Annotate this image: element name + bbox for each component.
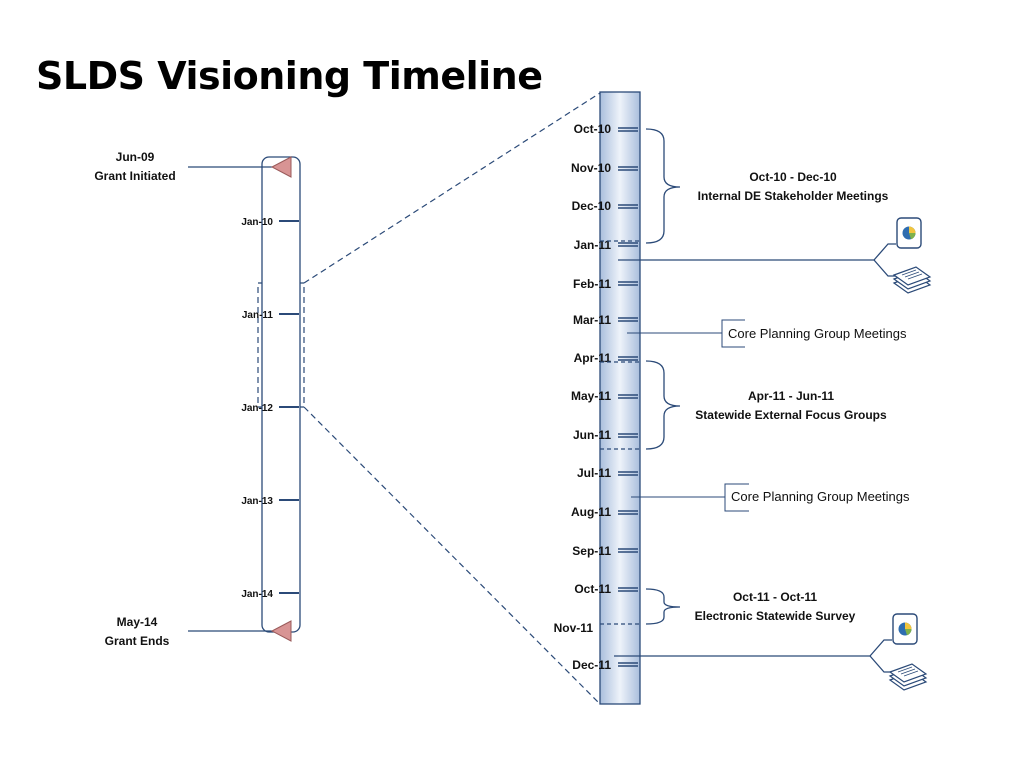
- overview-bar: [261, 156, 301, 633]
- month-tick: Nov-11: [554, 621, 594, 635]
- month-tick: Aug-11: [571, 505, 638, 519]
- month-tick: May-11: [571, 389, 638, 403]
- event-core-planning-1: Core Planning Group Meetings: [627, 319, 907, 348]
- start-label: Grant Initiated: [94, 169, 175, 183]
- month-tick: Oct-10: [574, 122, 638, 136]
- month-tick: Nov-10: [571, 161, 638, 175]
- month-tick: Feb-11: [573, 277, 638, 291]
- event-label: Core Planning Group Meetings: [731, 489, 910, 504]
- report-chart-icon: [896, 217, 922, 249]
- month-tick: Oct-11: [574, 582, 638, 596]
- month-label: Sep-11: [572, 544, 611, 558]
- month-label: Apr-11: [574, 351, 612, 365]
- month-label: Oct-11: [574, 582, 611, 596]
- month-label: Oct-10: [574, 122, 612, 136]
- event-range: Oct-11 - Oct-11: [733, 590, 817, 604]
- month-label: May-11: [571, 389, 611, 403]
- end-marker: [270, 620, 292, 642]
- event-label: Statewide External Focus Groups: [695, 408, 887, 422]
- event-range: Oct-10 - Dec-10: [749, 170, 837, 184]
- report-chart-icon: [892, 613, 918, 645]
- overview-tick: Jan-10: [241, 217, 299, 228]
- month-label: Dec-10: [572, 199, 612, 213]
- overview-tick: Jan-11: [242, 310, 299, 321]
- overview-tick-label: Jan-14: [241, 589, 273, 600]
- month-label: Jun-11: [573, 428, 611, 442]
- start-marker: [270, 156, 292, 178]
- detail-ticks: Oct-10 Nov-10 Dec-10 Jan-11 Feb-11 Mar-1…: [554, 122, 638, 672]
- event-statewide-survey: Oct-11 - Oct-11 Electronic Statewide Sur…: [645, 588, 856, 625]
- deliverable-jan-11: [618, 217, 932, 294]
- month-label: Aug-11: [571, 505, 611, 519]
- month-tick: Jul-11: [577, 466, 638, 480]
- event-label: Electronic Statewide Survey: [695, 609, 856, 623]
- overview-tick-label: Jan-12: [241, 403, 273, 414]
- event-label: Core Planning Group Meetings: [728, 326, 907, 341]
- month-tick: Jun-11: [573, 428, 638, 442]
- page-title: SLDS Visioning Timeline: [36, 54, 543, 98]
- month-tick: Dec-10: [572, 199, 638, 213]
- overview-tick: Jan-13: [241, 496, 299, 507]
- end-date: May-14: [117, 615, 158, 629]
- month-tick: Mar-11: [573, 313, 638, 327]
- event-range: Apr-11 - Jun-11: [748, 389, 834, 403]
- zoom-connector: [257, 92, 601, 705]
- deliverable-dec-11: [614, 613, 928, 691]
- overview-tick: Jan-14: [241, 589, 299, 600]
- month-label: Nov-11: [554, 621, 594, 635]
- month-label: Jul-11: [577, 466, 611, 480]
- month-label: Mar-11: [573, 313, 611, 327]
- event-core-planning-2: Core Planning Group Meetings: [631, 483, 910, 512]
- start-date: Jun-09: [116, 150, 155, 164]
- month-label: Jan-11: [574, 238, 612, 252]
- end-label: Grant Ends: [105, 634, 170, 648]
- event-internal-stakeholder-meetings: Oct-10 - Dec-10 Internal DE Stakeholder …: [645, 128, 889, 244]
- month-label: Dec-11: [572, 658, 611, 672]
- document-stack-icon: [888, 663, 928, 691]
- overview-tick-label: Jan-13: [241, 496, 273, 507]
- month-label: Nov-10: [571, 161, 611, 175]
- overview-tick: Jan-12: [241, 403, 299, 414]
- event-label: Internal DE Stakeholder Meetings: [698, 189, 889, 203]
- month-tick: Dec-11: [572, 658, 638, 672]
- overview-tick-label: Jan-11: [242, 310, 274, 321]
- overview-tick-label: Jan-10: [241, 217, 273, 228]
- overview-timeline: Jun-09 Grant Initiated May-14 Grant Ends…: [94, 150, 301, 648]
- document-stack-icon: [892, 266, 932, 294]
- month-tick: Sep-11: [572, 544, 638, 558]
- event-external-focus-groups: Apr-11 - Jun-11 Statewide External Focus…: [645, 360, 887, 450]
- month-label: Feb-11: [573, 277, 611, 291]
